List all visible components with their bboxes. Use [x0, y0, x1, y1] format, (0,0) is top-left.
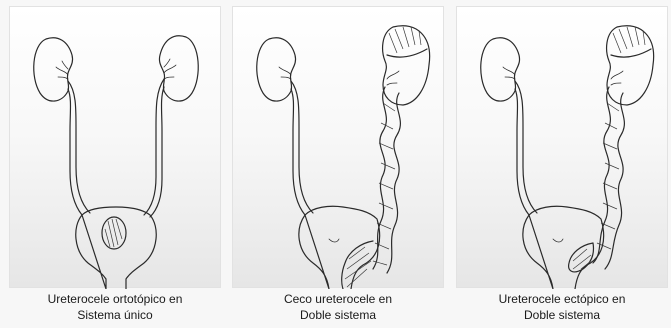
ureterocele-hatching: [105, 219, 122, 247]
panel-orthotopic-single-system: [9, 6, 221, 288]
bladder: [299, 206, 380, 289]
caption-line-1: Ceco ureterocele en: [232, 291, 444, 307]
left-renal-pelvis: [503, 67, 515, 79]
left-ureter-outer: [291, 81, 313, 213]
left-kidney: [34, 38, 73, 101]
dilated-ureter-left-edge: [593, 87, 610, 263]
lower-pole-pelvis: [611, 71, 623, 85]
panel-ectopic-ureterocele-duplex: [456, 6, 668, 288]
dilated-upper-pole-hatching: [389, 27, 421, 53]
ceco-ureterocele-drawing: [233, 7, 445, 289]
left-renal-pelvis: [56, 61, 68, 79]
upper-pole-divider: [611, 49, 651, 57]
caption-orthotopic-single-system: Ureterocele ortotópico en Sistema único: [9, 291, 221, 323]
caption-line-1: Ureterocele ortotópico en: [9, 291, 221, 307]
left-ureter-outer: [515, 81, 537, 213]
left-ureteral-orifice: [553, 239, 563, 242]
orthotopic-ureterocele: [102, 217, 126, 249]
left-ureteral-orifice: [329, 239, 339, 242]
orthotopic-ureterocele-drawing: [10, 7, 222, 289]
dilated-ureter-hatching: [597, 103, 619, 249]
caption-line-2: Doble sistema: [456, 307, 668, 323]
ceco-ureterocele-hatching: [345, 247, 371, 287]
dilated-ureter-right-edge: [605, 93, 624, 269]
right-renal-pelvis: [164, 59, 176, 79]
dilated-upper-pole-hatching: [613, 27, 645, 53]
caption-ceco-ureterocele-duplex: Ceco ureterocele en Doble sistema: [232, 291, 444, 323]
caption-line-2: Doble sistema: [232, 307, 444, 323]
right-kidney: [159, 36, 198, 101]
caption-line-2: Sistema único: [9, 307, 221, 323]
left-kidney: [481, 38, 520, 101]
left-renal-pelvis: [279, 67, 291, 79]
ectopic-ureterocele-drawing: [457, 7, 669, 289]
lower-pole-pelvis: [387, 71, 399, 85]
caption-ectopic-ureterocele-duplex: Ureterocele ectópico en Doble sistema: [456, 291, 668, 323]
bladder: [523, 206, 604, 289]
caption-line-1: Ureterocele ectópico en: [456, 291, 668, 307]
left-kidney: [257, 38, 296, 101]
ceco-ureterocele: [342, 241, 373, 289]
panel-ceco-ureterocele-duplex: [232, 6, 444, 288]
upper-pole-divider: [387, 49, 427, 57]
dilated-ureter-right-edge: [387, 93, 400, 273]
ectopic-ureterocele: [569, 243, 594, 272]
left-ureter-outer: [68, 81, 90, 213]
